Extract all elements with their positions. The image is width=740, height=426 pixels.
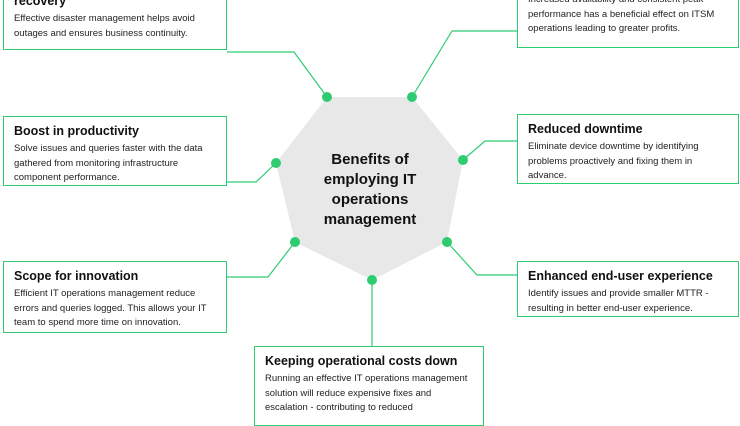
connector-downtime — [462, 140, 517, 161]
node-dot-availability — [407, 92, 417, 102]
card-description: Eliminate device downtime by identifying… — [528, 141, 699, 181]
connector-innovation — [227, 241, 296, 278]
diagram-canvas — [227, 30, 517, 346]
node-dot-recovery — [322, 92, 332, 102]
card-title: Reduced downtime — [528, 122, 643, 136]
card-description: Efficient IT operations management reduc… — [14, 288, 207, 328]
node-dot-downtime — [458, 155, 468, 165]
center-title: Benefits of employing IT operations mana… — [323, 151, 417, 228]
card-title: Scope for innovation — [14, 269, 139, 283]
card-description: Identify issues and provide smaller MTTR… — [528, 288, 709, 314]
card-title: Boost in productivity — [14, 124, 139, 138]
connector-enduser — [446, 241, 517, 276]
card-productivity: Boost in productivity Solve issues and q… — [3, 116, 227, 186]
card-availability: Increased availability and consistent pe… — [517, 0, 739, 48]
card-description: Running an effective IT operations manag… — [265, 373, 468, 413]
card-description: Increased availability and consistent pe… — [528, 0, 715, 34]
card-description: Effective disaster management helps avoi… — [14, 13, 195, 39]
card-innovation: Scope for innovation Efficient IT operat… — [3, 261, 227, 333]
card-title: Enhanced end-user experience — [528, 269, 713, 283]
card-end-user-experience: Enhanced end-user experience Identify is… — [517, 261, 739, 317]
node-dot-productivity — [271, 158, 281, 168]
connector-recovery — [227, 51, 328, 98]
card-description: Solve issues and queries faster with the… — [14, 143, 203, 183]
card-title: recovery — [14, 0, 67, 8]
connector-productivity — [227, 162, 277, 183]
card-reduced-downtime: Reduced downtime Eliminate device downti… — [517, 114, 739, 184]
card-operational-costs: Keeping operational costs down Running a… — [254, 346, 484, 426]
center-heptagon — [276, 97, 463, 280]
node-dot-innovation — [290, 237, 300, 247]
connector-availability — [411, 30, 517, 98]
card-title: Keeping operational costs down — [265, 354, 458, 368]
node-dot-enduser — [442, 237, 452, 247]
node-dot-costs — [367, 275, 377, 285]
card-disaster-recovery: recovery Effective disaster management h… — [3, 0, 227, 50]
